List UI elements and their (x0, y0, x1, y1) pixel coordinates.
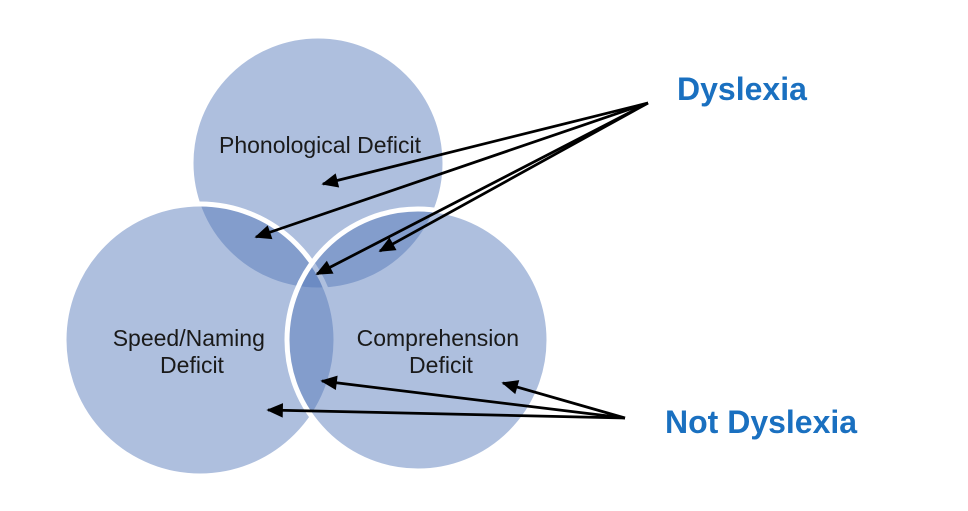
label-phonological-deficit: Phonological Deficit (219, 132, 422, 158)
label-comprehension-line1: Comprehension (357, 325, 519, 351)
label-comprehension-line2: Deficit (409, 352, 474, 378)
arrow-dyslexia-to-center-triple-overlap (315, 101, 649, 276)
circle-comprehension-deficit (284, 206, 552, 474)
dyslexia-arrows (254, 101, 649, 276)
label-comprehension-deficit: Comprehension Deficit (357, 325, 526, 378)
dyslexia-label: Dyslexia (677, 71, 807, 107)
not-dyslexia-label: Not Dyslexia (665, 404, 857, 440)
arrow-notdyslexia-to-speed-comprehension-overlap (320, 375, 626, 420)
label-speed-naming-deficit: Speed/Naming Deficit (113, 325, 272, 378)
arrow-notdyslexia-to-speed-naming-only (266, 403, 626, 420)
label-speed-naming-line2: Deficit (160, 352, 225, 378)
arrow-dyslexia-to-phonological-speed-overlap (254, 101, 649, 240)
arrow-dyslexia-to-phonological-only (321, 101, 649, 188)
venn-circle-labels: Phonological Deficit Speed/Naming Defici… (113, 132, 526, 378)
arrow-dyslexia-to-phonological-comprehension-overlap (378, 101, 649, 253)
not-dyslexia-arrows (266, 375, 626, 420)
label-speed-naming-line1: Speed/Naming (113, 325, 265, 351)
arrow-notdyslexia-to-comprehension-only (501, 380, 626, 420)
